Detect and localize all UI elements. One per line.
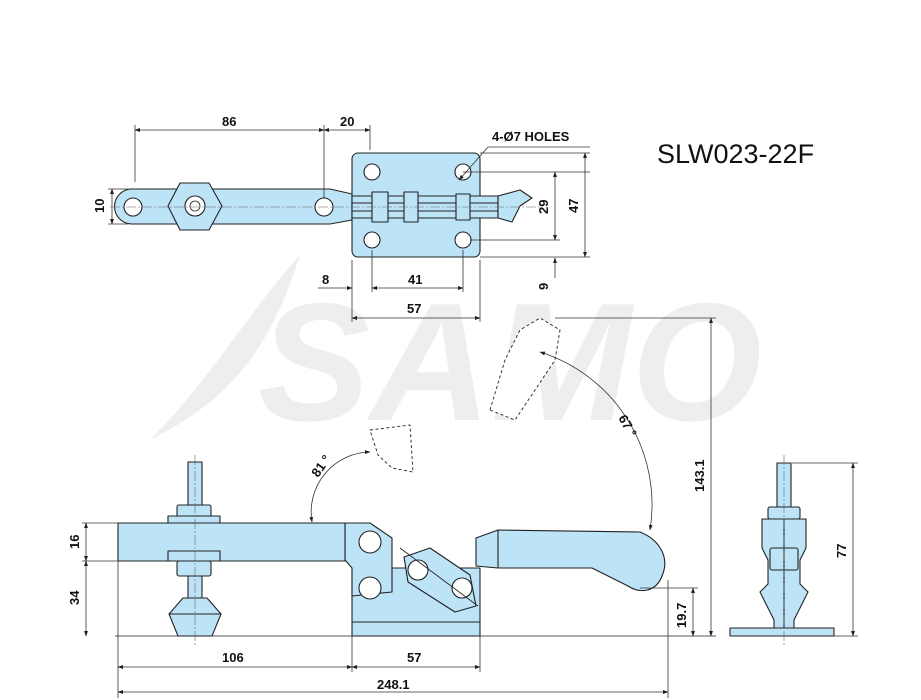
dim-19-7: 19.7: [674, 603, 689, 628]
side-body-pivot-2: [358, 576, 382, 600]
end-base-plate: [729, 627, 835, 637]
lower-washer: [167, 550, 221, 562]
dim-20: 20: [340, 114, 354, 129]
dim-41: 41: [408, 272, 422, 287]
lower-nut: [176, 560, 212, 577]
dim-77: 77: [834, 544, 849, 558]
top-view: 86 20 10 4-Ø7 HOLES 29 47 9 8 41 57: [92, 114, 590, 322]
side-link-pivot-2: [451, 577, 473, 599]
ghost-arm-81: [369, 424, 414, 473]
top-handle-grip: [497, 189, 533, 223]
dim-86: 86: [222, 114, 236, 129]
ghost-handle-67: [489, 317, 561, 421]
dim-143-1: 143.1: [692, 459, 707, 492]
side-main-arm: [117, 522, 346, 562]
top-mount-hole-1: [363, 163, 381, 181]
dim-9: 9: [536, 283, 551, 290]
end-view: 77: [729, 455, 858, 645]
side-handle: [475, 529, 666, 592]
dim-248: 248.1: [377, 677, 410, 692]
dim-8: 8: [322, 272, 329, 287]
side-arm-pivot-1: [358, 530, 382, 554]
end-spindle: [776, 462, 792, 509]
top-mount-hole-3: [363, 231, 381, 249]
side-view: 81 ° 67 ° 16 3: [67, 317, 716, 698]
upper-nut: [176, 504, 212, 518]
angle-81: 81 °: [308, 452, 334, 480]
dim-47: 47: [566, 199, 581, 213]
dim-34: 34: [67, 590, 82, 605]
upper-washer: [167, 515, 221, 524]
dim-16: 16: [67, 535, 82, 549]
dim-57-side: 57: [407, 650, 421, 665]
dim-57-top: 57: [407, 301, 421, 316]
dim-106: 106: [222, 650, 244, 665]
top-mount-hole-4: [454, 231, 472, 249]
model-title: SLW023-22F: [657, 139, 814, 169]
top-spindle: [184, 195, 206, 217]
holes-note: 4-Ø7 HOLES: [492, 129, 570, 144]
side-link-pivot-1: [407, 559, 429, 581]
dim-10: 10: [92, 199, 107, 213]
dim-29: 29: [536, 200, 551, 214]
watermark-swoosh-icon: [150, 255, 300, 440]
